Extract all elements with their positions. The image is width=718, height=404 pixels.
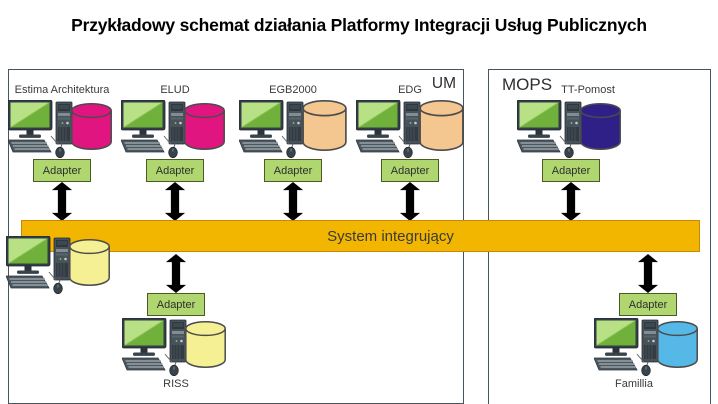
double-arrow-icon (399, 182, 421, 221)
adapter-label: Adapter (273, 164, 313, 177)
adapter-button: Adapter (264, 159, 322, 182)
system-famillia: Adapter Famillia (592, 254, 704, 394)
adapter-button: Adapter (33, 159, 91, 182)
adapter-button: Adapter (147, 293, 205, 316)
double-arrow-icon (637, 254, 659, 293)
integration-bus-label: System integrujący (327, 227, 454, 245)
double-arrow-icon (165, 254, 187, 293)
system-edg: EDG Adapter (354, 84, 466, 221)
system-name: RISS (163, 378, 189, 390)
double-arrow-icon (51, 182, 73, 221)
database-icon (185, 321, 226, 368)
database-icon (419, 100, 464, 151)
database-icon (657, 321, 698, 368)
database-icon (580, 103, 621, 150)
diagram-title: Przykładowy schemat działania Platformy … (71, 15, 647, 35)
system-egb2000: EGB2000 Adapter (237, 84, 349, 221)
double-arrow-icon (282, 182, 304, 221)
adapter-label: Adapter (551, 164, 591, 177)
system-name: Estima Architektura (14, 84, 110, 96)
system-icons (592, 318, 704, 376)
database-icon (302, 100, 347, 151)
database-icon (69, 239, 110, 286)
system-elud: ELUD Adapter (119, 84, 231, 221)
system-name: TT-Pomost (561, 84, 615, 96)
system-icons (120, 318, 232, 376)
adapter-label: Adapter (390, 164, 430, 177)
database-icon (184, 103, 225, 150)
adapter-label: Adapter (42, 164, 82, 177)
system-icons (6, 100, 118, 158)
adapter-button: Adapter (619, 293, 677, 316)
mops-box-label: MOPS (502, 75, 553, 94)
adapter-label: Adapter (628, 298, 668, 311)
double-arrow-icon (560, 182, 582, 221)
double-arrow-icon (164, 182, 186, 221)
system-name: EGB2000 (269, 84, 317, 96)
integrator-workstation (4, 236, 116, 300)
database-icon (71, 103, 112, 150)
adapter-label: Adapter (155, 164, 195, 177)
integration-bus: System integrujący (21, 220, 700, 252)
system-tt-pomost: TT-Pomost Adapter (515, 84, 627, 221)
system-estima: Estima Architektura Adapter (6, 84, 118, 221)
adapter-label: Adapter (156, 298, 196, 311)
system-icons (515, 100, 627, 158)
um-box-label: UM (431, 75, 456, 92)
system-icons (119, 100, 231, 158)
system-icons (354, 100, 466, 158)
system-name: Famillia (615, 378, 653, 390)
adapter-button: Adapter (542, 159, 600, 182)
adapter-button: Adapter (146, 159, 204, 182)
system-riss: Adapter RISS (120, 254, 232, 394)
system-name: EDG (398, 84, 422, 96)
system-name: ELUD (160, 84, 190, 96)
adapter-button: Adapter (381, 159, 439, 182)
system-icons (237, 100, 349, 158)
